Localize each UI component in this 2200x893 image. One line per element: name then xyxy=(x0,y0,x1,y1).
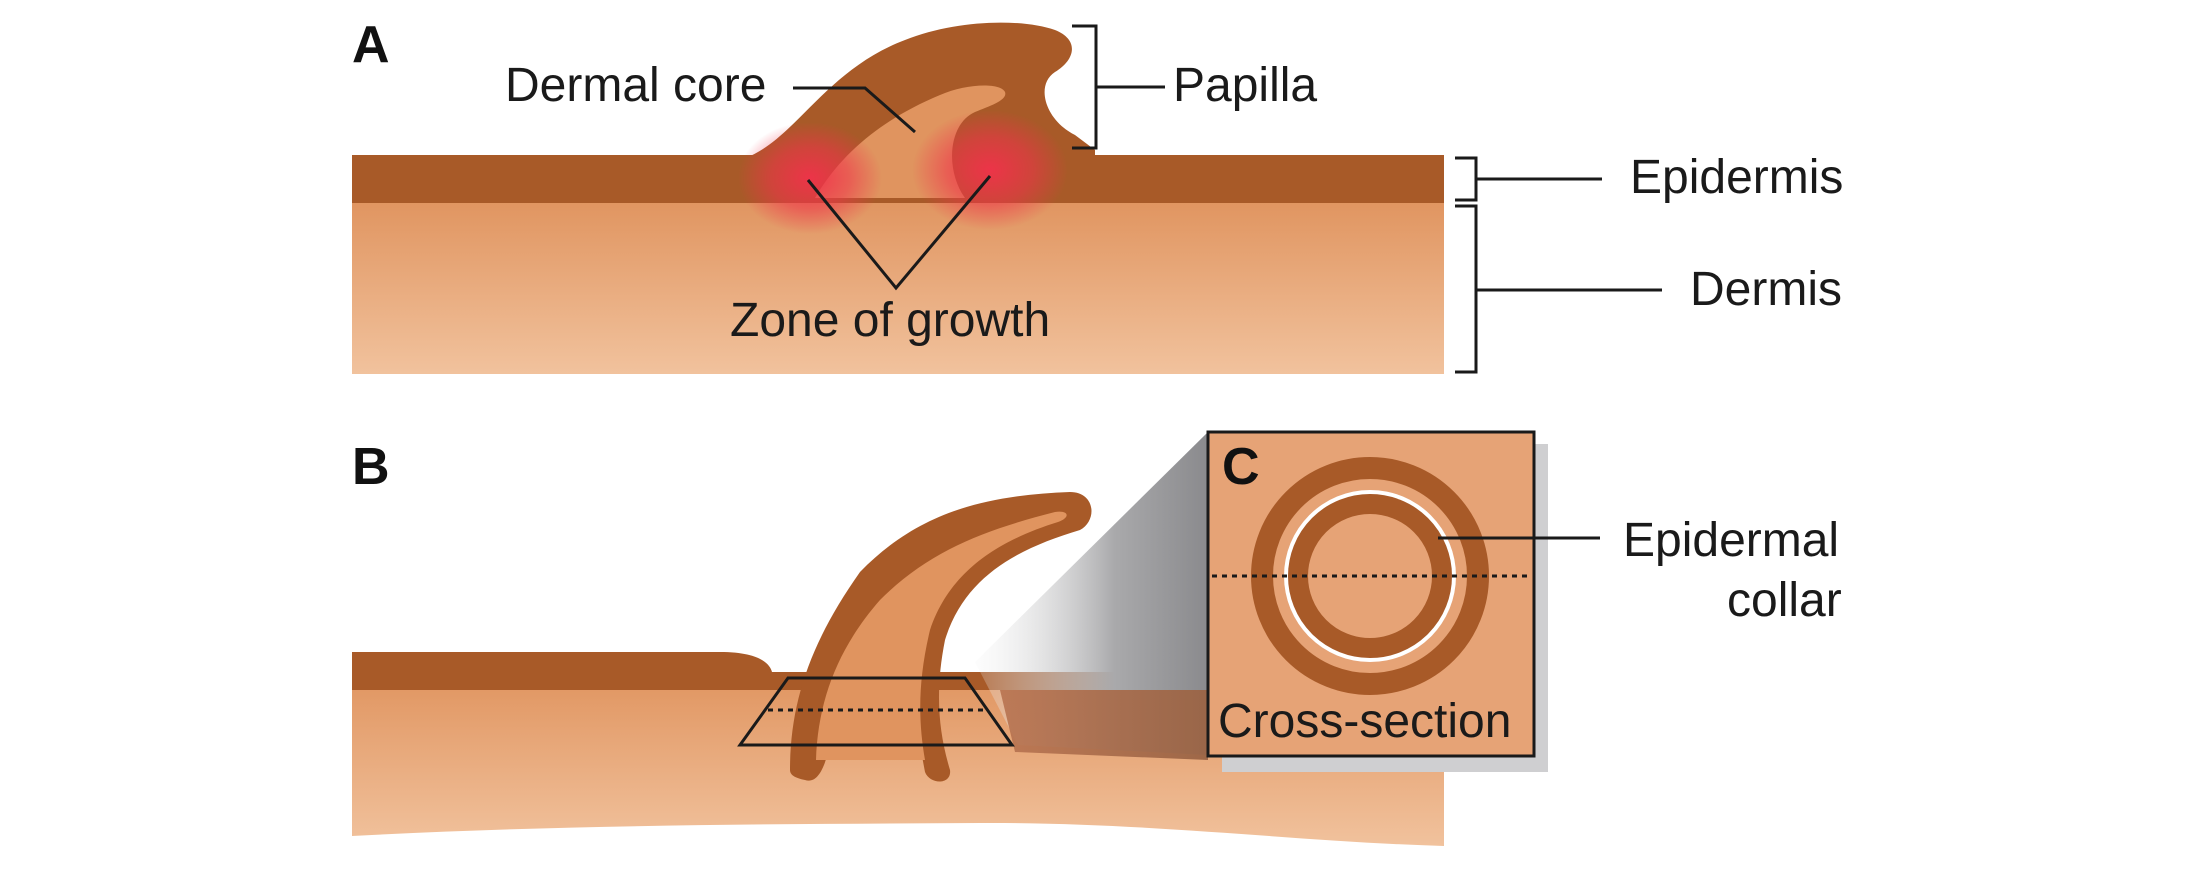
panel-c-letter: C xyxy=(1222,438,1260,496)
leader-dermal-core xyxy=(793,86,916,134)
label-zone-of-growth: Zone of growth xyxy=(730,294,1050,347)
panel-b-magnify-shadow-body xyxy=(1000,690,1208,760)
panel-b-letter: B xyxy=(352,438,390,496)
panel-c: C Cross-section Epidermal collar xyxy=(1206,430,1842,772)
panel-b-magnify-shadow xyxy=(975,432,1208,755)
label-epidermis: Epidermis xyxy=(1630,151,1843,204)
panel-a: A Dermal core Papilla Epidermis Dermis Z… xyxy=(352,16,1843,374)
panel-a-growth-zone-right xyxy=(912,110,1068,230)
bracket-dermis xyxy=(1455,204,1662,374)
panel-b-hair-inner xyxy=(816,511,1067,760)
leader-zone-of-growth xyxy=(806,175,992,291)
panel-b: B xyxy=(352,432,1444,846)
label-papilla: Papilla xyxy=(1173,59,1317,112)
label-dermal-core: Dermal core xyxy=(505,59,766,112)
label-cross-section: Cross-section xyxy=(1218,695,1511,748)
label-epidermal-collar-2: collar xyxy=(1727,574,1842,627)
panel-a-letter: A xyxy=(352,16,390,74)
label-epidermal-collar-1: Epidermal xyxy=(1623,514,1839,567)
panel-b-section-plane xyxy=(737,676,1015,747)
panel-c-inner-ring xyxy=(1288,494,1452,658)
bracket-papilla xyxy=(1072,24,1165,150)
panel-b-hair-outer xyxy=(790,492,1092,782)
label-dermis: Dermis xyxy=(1690,263,1842,316)
bracket-epidermis xyxy=(1455,156,1602,202)
panel-a-growth-zone-left xyxy=(738,122,882,234)
